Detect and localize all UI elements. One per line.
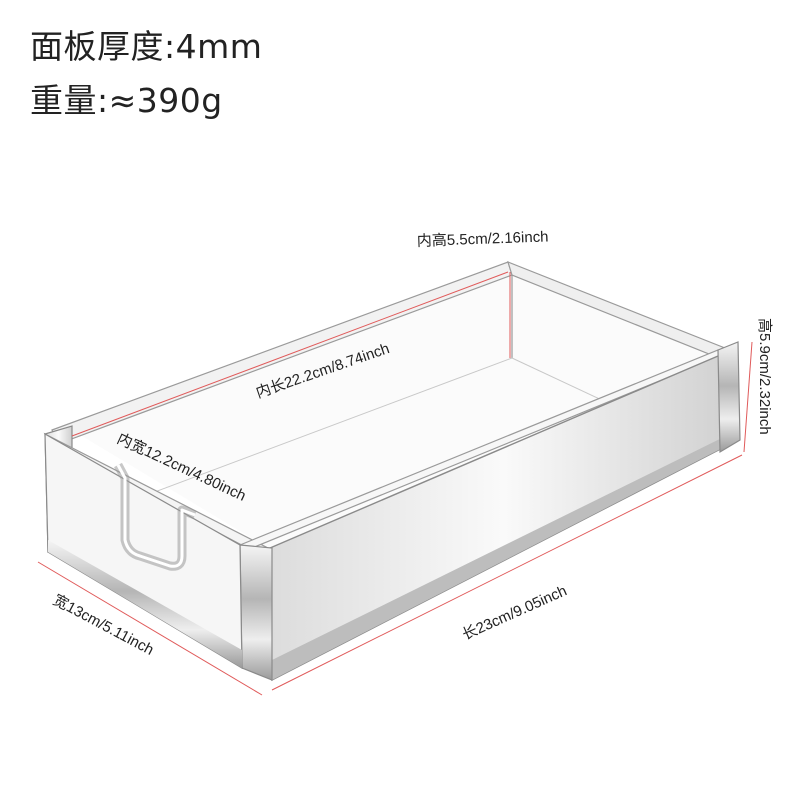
inner-height-label: 内高5.5cm/2.16inch [417,228,549,250]
panel-thickness-label: 面板厚度:4mm [30,27,263,66]
dimension-lines [37,271,753,696]
acrylic-tray [43,260,741,682]
outer-height-label: 高5.9cm/2.32inch [756,318,773,435]
weight-label: 重量:≈390g [30,81,223,120]
outer-length-label: 长23cm/9.05inch [460,582,570,643]
